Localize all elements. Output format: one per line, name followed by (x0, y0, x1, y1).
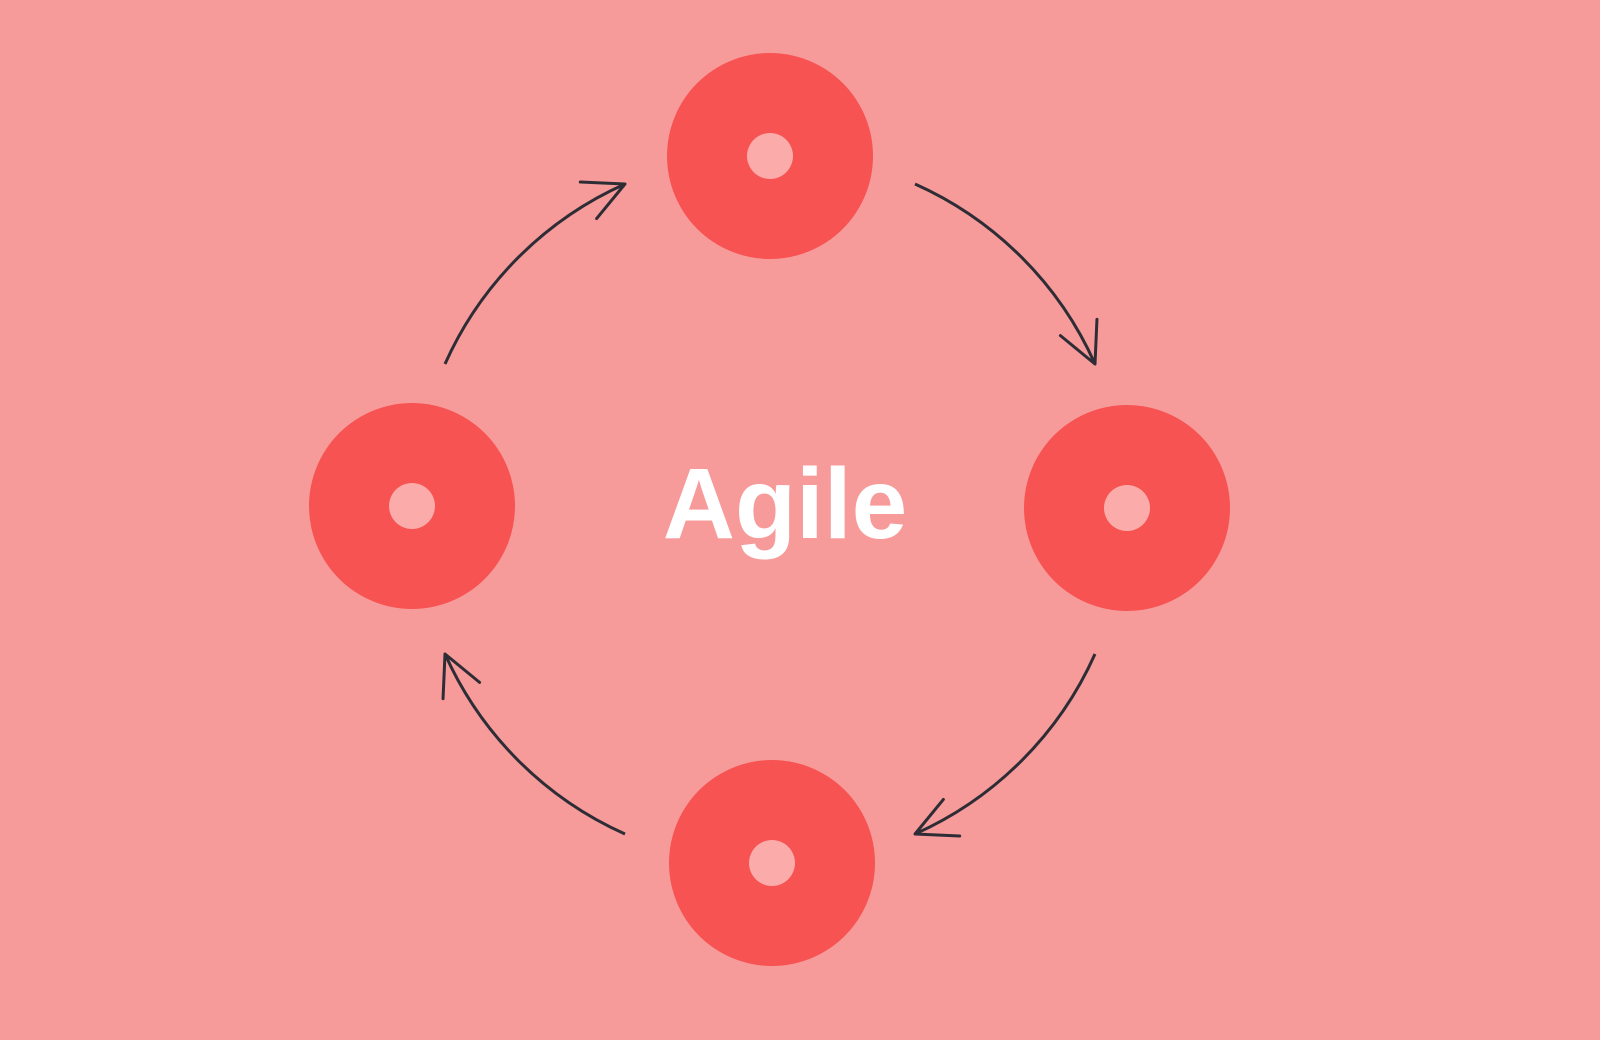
node-left-center-dot (389, 483, 435, 529)
node-top (667, 53, 873, 259)
node-right-center-dot (1104, 485, 1150, 531)
node-bottom-center-dot (749, 840, 795, 886)
arrow-top-to-right (914, 182, 1099, 366)
arrow-right-to-bottom (913, 653, 1097, 838)
node-left (309, 403, 515, 609)
node-top-center-dot (747, 133, 793, 179)
arrow-left-to-top (443, 180, 627, 365)
node-right (1024, 405, 1230, 611)
node-bottom (669, 760, 875, 966)
arrow-bottom-to-left (441, 652, 626, 836)
diagram-title: Agile (663, 448, 907, 560)
